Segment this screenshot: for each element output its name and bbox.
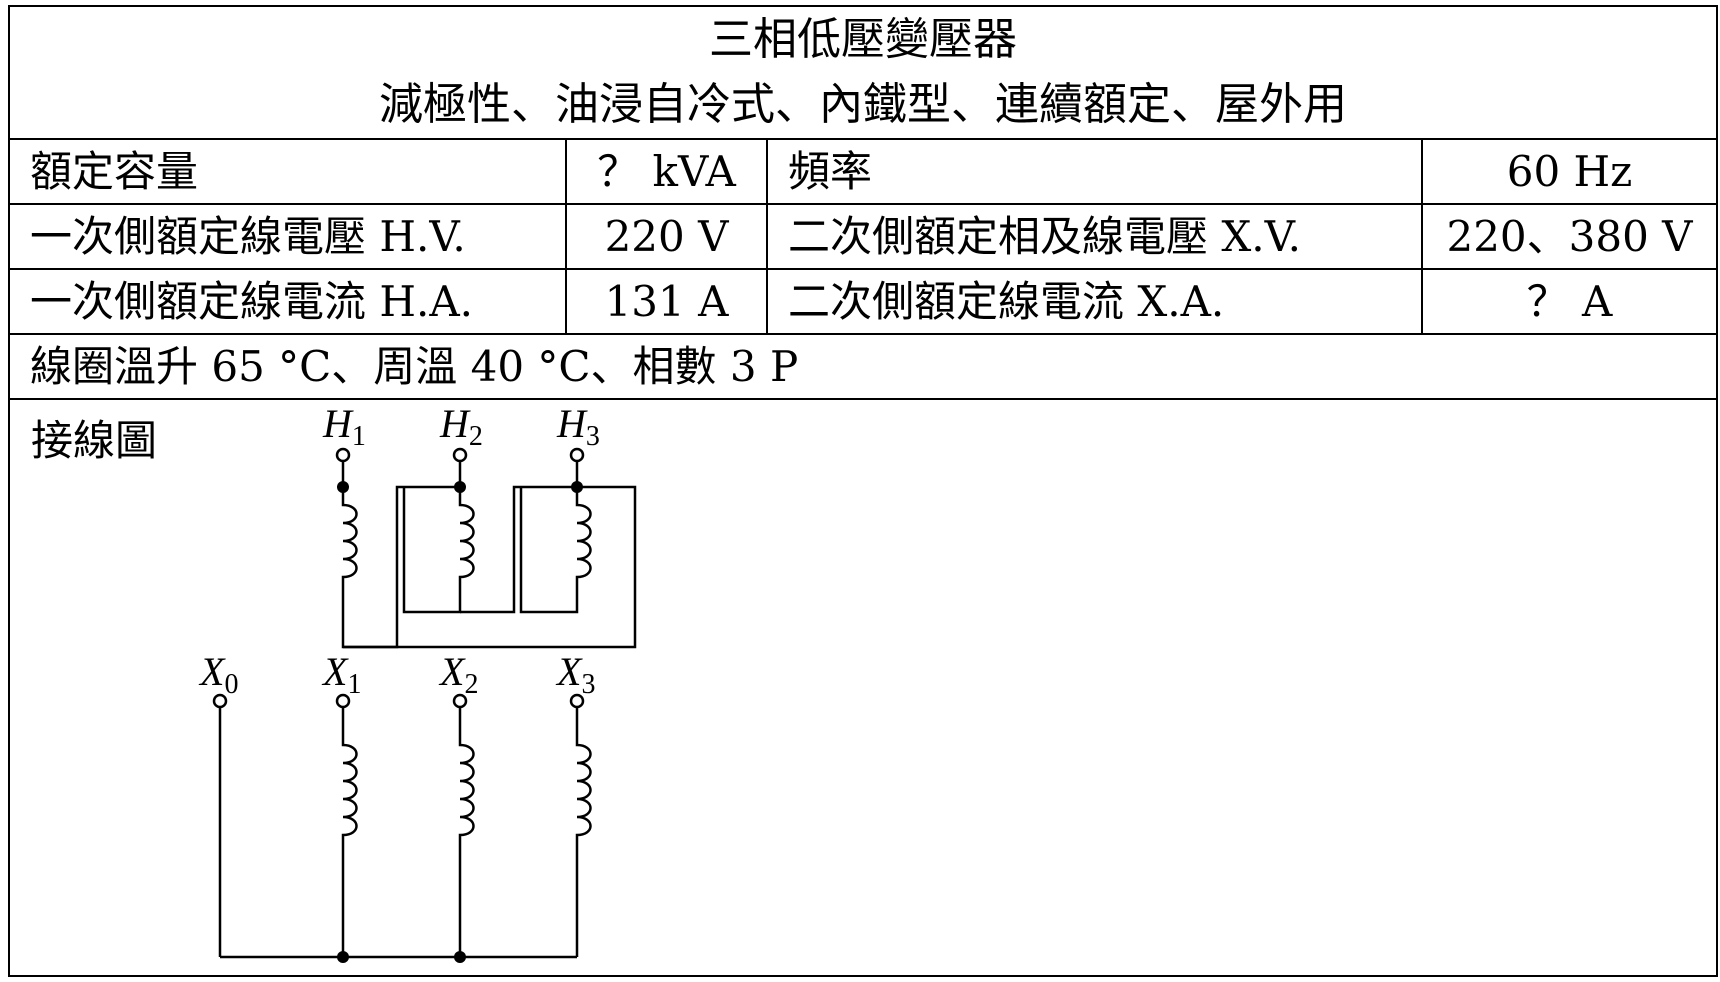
secondary-junction-dots [337, 951, 466, 963]
primary-junction-dots [337, 481, 583, 493]
label-x0: X0 [198, 649, 238, 700]
frequency-label: 頻率 [766, 140, 1423, 205]
secondary-current-value: ？ A [1421, 268, 1716, 335]
terminal-x1 [335, 693, 351, 709]
temperature-phase-info: 線圈溫升 65 °C、周溫 40 °C、相數 3 P [10, 333, 1716, 400]
rated-capacity-value: ？ kVA [565, 140, 768, 205]
transformer-nameplate: 三相低壓變壓器 減極性、油浸自冷式、內鐵型、連續額定、屋外用 額定容量 ？ kV… [8, 5, 1718, 977]
primary-current-label: 一次側額定線電流 H.A. [10, 268, 567, 335]
primary-coil-3 [519, 487, 592, 614]
terminal-x0 [212, 693, 228, 709]
label-h3: H3 [556, 407, 600, 452]
secondary-voltage-label: 二次側額定相及線電壓 X.V. [766, 203, 1423, 270]
label-x2: X2 [438, 649, 478, 700]
terminal-h3 [569, 447, 585, 463]
spec-row-current: 一次側額定線電流 H.A. 131 A 二次側額定線電流 X.A. ？ A [10, 268, 1716, 335]
secondary-current-label: 二次側額定線電流 X.A. [766, 268, 1423, 335]
label-h1: H1 [322, 407, 366, 452]
junction-dot-h1 [337, 481, 349, 493]
spec-row-voltage: 一次側額定線電壓 H.V. 220 V 二次側額定相及線電壓 X.V. 220、… [10, 203, 1716, 270]
secondary-voltage-value: 220、380 V [1421, 203, 1716, 270]
junction-dot-x1 [337, 951, 349, 963]
primary-coil-1 [341, 485, 460, 649]
nameplate-title: 三相低壓變壓器 [709, 14, 1017, 65]
terminal-h2 [452, 447, 468, 463]
nameplate-header: 三相低壓變壓器 減極性、油浸自冷式、內鐵型、連續額定、屋外用 [10, 7, 1716, 140]
secondary-coil-2 [458, 707, 475, 957]
rated-capacity-label: 額定容量 [10, 140, 567, 205]
junction-dot-x2 [454, 951, 466, 963]
wiring-diagram: H1 H2 H3 X0 [198, 407, 637, 963]
spec-table: 額定容量 ？ kVA 頻率 60 Hz 一次側額定線電壓 H.V. 220 V … [10, 140, 1716, 400]
primary-terminals [335, 447, 585, 463]
terminal-x2 [452, 693, 468, 709]
primary-voltage-label: 一次側額定線電壓 H.V. [10, 203, 567, 270]
secondary-wye-winding [218, 707, 592, 959]
spec-row-capacity: 額定容量 ？ kVA 頻率 60 Hz [10, 140, 1716, 205]
secondary-coil-3 [575, 707, 592, 957]
label-x3: X3 [555, 649, 595, 700]
spec-row-temperature: 線圈溫升 65 °C、周溫 40 °C、相數 3 P [10, 333, 1716, 400]
junction-dot-h3 [571, 481, 583, 493]
primary-terminal-labels: H1 H2 H3 [322, 407, 600, 452]
terminal-h1 [335, 447, 351, 463]
label-x1: X1 [321, 649, 361, 700]
nameplate-subtitle: 減極性、油浸自冷式、內鐵型、連續額定、屋外用 [379, 79, 1347, 130]
secondary-terminals [212, 693, 585, 709]
wiring-diagram-section: 接線圖 [10, 407, 1716, 977]
secondary-terminal-labels: X0 X1 X2 X3 [198, 649, 595, 700]
wiring-diagram-label: 接線圖 [31, 416, 158, 465]
terminal-x3 [569, 693, 585, 709]
secondary-coil-1 [341, 707, 358, 957]
frequency-value: 60 Hz [1421, 140, 1716, 205]
primary-voltage-value: 220 V [565, 203, 768, 270]
label-h2: H2 [439, 407, 483, 452]
junction-dot-h2 [454, 481, 466, 493]
primary-return [343, 485, 637, 649]
primary-link-2-3 [460, 485, 577, 614]
primary-delta-winding [341, 461, 637, 649]
primary-current-value: 131 A [565, 268, 768, 335]
primary-coil-2 [402, 487, 475, 614]
